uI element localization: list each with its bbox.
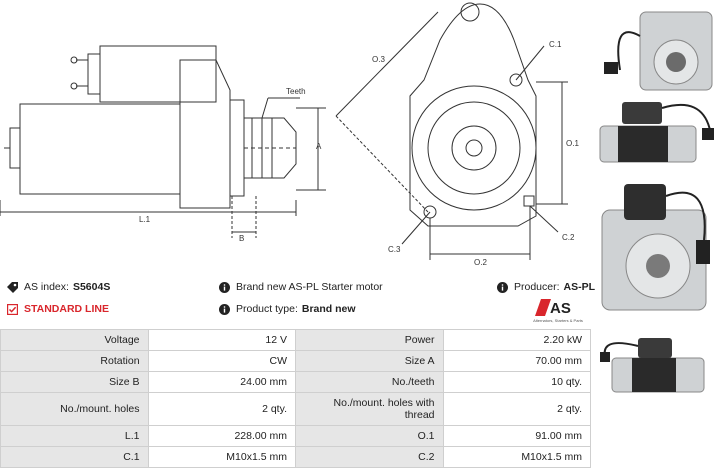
info-icon: [497, 281, 508, 293]
label-o3: O.3: [372, 55, 385, 64]
spec-value: 228.00 mm: [147, 425, 296, 447]
table-row: No./mount. holes 2 qty. No./mount. holes…: [0, 392, 592, 426]
hole-c1: [509, 73, 523, 87]
photo-rear[interactable]: [601, 184, 710, 311]
label-b: B: [239, 234, 244, 243]
table-row: L.1 228.00 mm O.1 91.00 mm: [0, 425, 592, 447]
technical-drawing: Teeth A B L.1 O.3 C.1 O.1 C.2 C.3 O.2: [0, 2, 579, 267]
spec-label: No./teeth: [294, 371, 444, 393]
table-row: Size B 24.00 mm No./teeth 10 qty.: [0, 371, 592, 393]
product-photos: [599, 11, 714, 393]
photo-side-2[interactable]: [600, 338, 705, 393]
producer-row: Producer: AS-PL: [497, 279, 595, 295]
spec-label: Rotation: [0, 350, 149, 372]
flange-outline: [409, 3, 537, 227]
product-type-label: Product type:: [236, 303, 298, 315]
svg-text:AS: AS: [550, 300, 571, 317]
photo-front[interactable]: [604, 11, 713, 91]
label-o2: O.2: [474, 258, 487, 267]
hole-c2: [523, 195, 535, 207]
spec-label: C.2: [294, 446, 444, 468]
spec-value: 2 qty.: [147, 392, 296, 426]
label-l1: L.1: [139, 215, 151, 224]
spec-label: Voltage: [0, 329, 149, 351]
spec-value: 10 qty.: [442, 371, 592, 393]
spec-value: M10x1.5 mm: [147, 446, 296, 468]
spec-label: O.1: [294, 425, 444, 447]
spec-label: Size A: [294, 350, 444, 372]
standard-line-label: STANDARD LINE: [24, 303, 109, 315]
spec-value: 70.00 mm: [442, 350, 592, 372]
spec-value: 12 V: [147, 329, 296, 351]
spec-value: 24.00 mm: [147, 371, 296, 393]
check-square-icon: [7, 303, 18, 315]
label-teeth: Teeth: [286, 87, 306, 96]
spec-value: M10x1.5 mm: [442, 446, 592, 468]
as-pl-logo: AS Alternators, Starters & Parts: [533, 299, 583, 323]
spec-value: 2 qty.: [442, 392, 592, 426]
spec-value: 91.00 mm: [442, 425, 592, 447]
product-description: Brand new AS-PL Starter motor: [236, 281, 383, 293]
svg-text:Alternators, Starters & Parts: Alternators, Starters & Parts: [533, 318, 583, 323]
product-type-value: Brand new: [301, 303, 356, 315]
producer-label: Producer:: [514, 281, 560, 293]
spec-label: No./mount. holes: [0, 392, 149, 426]
spec-label: L.1: [0, 425, 149, 447]
motor-body-outline: [19, 103, 181, 195]
front-circle: [411, 85, 537, 211]
producer-value: AS-PL: [563, 281, 596, 293]
spec-label: Power: [294, 329, 444, 351]
as-index-value: S5604S: [72, 281, 111, 293]
label-c3: C.3: [388, 245, 401, 254]
info-icon: [219, 303, 230, 315]
spec-label: C.1: [0, 446, 149, 468]
tag-icon: [7, 281, 18, 293]
as-index-row: AS index: S5604S: [7, 279, 110, 295]
label-c2: C.2: [562, 233, 575, 242]
table-row: Rotation CW Size A 70.00 mm: [0, 350, 592, 372]
label-c1: C.1: [549, 40, 562, 49]
spec-value: CW: [147, 350, 296, 372]
spec-value: 2.20 kW: [442, 329, 592, 351]
as-index-label: AS index:: [24, 281, 69, 293]
table-row: C.1 M10x1.5 mm C.2 M10x1.5 mm: [0, 446, 592, 468]
spec-label: No./mount. holes with thread: [294, 392, 444, 426]
product-type-row: Product type: Brand new: [219, 301, 356, 317]
label-a: A: [316, 142, 322, 151]
pinion-outline: [243, 117, 297, 179]
solenoid-outline: [99, 45, 217, 103]
specs-table: Voltage 12 V Power 2.20 kW Rotation CW S…: [0, 329, 592, 468]
photo-side-1[interactable]: [599, 102, 714, 163]
spec-label: Size B: [0, 371, 149, 393]
table-row: Voltage 12 V Power 2.20 kW: [0, 329, 592, 351]
description-row: Brand new AS-PL Starter motor: [219, 279, 383, 295]
standard-line-row: STANDARD LINE: [7, 301, 109, 317]
label-o1: O.1: [566, 139, 579, 148]
info-icon: [219, 281, 230, 293]
